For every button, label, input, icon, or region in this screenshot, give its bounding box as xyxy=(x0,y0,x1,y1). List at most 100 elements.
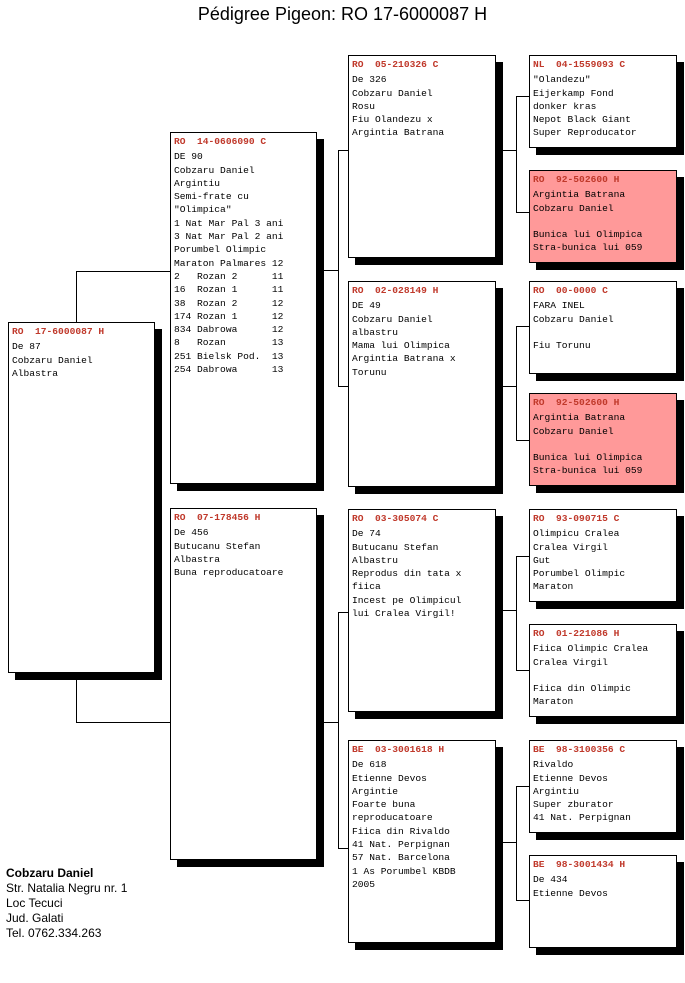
connector xyxy=(516,440,530,441)
pigeon-info-line: Super zburator xyxy=(533,799,614,811)
pigeon-info-line: Rosu xyxy=(352,100,376,112)
pigeon-info-line: Etienne Devos xyxy=(533,887,608,899)
connector xyxy=(516,556,517,670)
pigeon-info-line: De 434 xyxy=(533,874,568,886)
connector xyxy=(496,150,516,151)
connector xyxy=(496,610,516,611)
pigeon-info-line: 2005 xyxy=(352,878,376,890)
connector xyxy=(76,722,172,723)
pigeon-info-line: Bunica lui Olimpica xyxy=(533,229,643,241)
pigeon-info-line: 38 Rozan 2 12 xyxy=(174,297,284,309)
pigeon-info-line: lui Cralea Virgil! xyxy=(352,608,456,620)
connector xyxy=(516,900,530,901)
pigeon-info-line: 251 Bielsk Pod. 13 xyxy=(174,350,284,362)
connector xyxy=(316,270,338,271)
pigeon-info-line xyxy=(533,669,673,682)
ring-number: NL 04-1559093 C xyxy=(533,59,626,70)
pigeon-info-line: Cralea Virgil xyxy=(533,541,608,553)
owner-address: Str. Natalia Negru nr. 1 xyxy=(6,881,128,895)
pigeon-info-line: 41 Nat. Perpignan xyxy=(533,812,631,824)
pigeon-info-line: Albastra xyxy=(174,553,221,565)
pigeon-info-line: Gut xyxy=(533,554,551,566)
pigeon-info-line: Fiica din Olimpic xyxy=(533,683,631,695)
pigeon-info-line: Stra-bunica lui 059 xyxy=(533,465,643,477)
pigeon-info-line: De 87 xyxy=(12,341,41,353)
pigeon-info-line: fiica xyxy=(352,581,381,593)
connector xyxy=(516,556,530,557)
pigeon-info-line: Argintia Batrana xyxy=(352,127,445,139)
pigeon-info-line: Butucanu Stefan xyxy=(352,541,439,553)
connector xyxy=(338,612,339,848)
ring-number: RO 14-0606090 C xyxy=(174,136,267,147)
connector xyxy=(496,386,516,387)
pigeon-info-line: 254 Dabrowa 13 xyxy=(174,364,284,376)
pigeon-info-line: Albastru xyxy=(352,554,399,566)
pigeon-info-line: 41 Nat. Perpignan xyxy=(352,839,450,851)
connector xyxy=(516,96,530,97)
pigeon-info-line xyxy=(533,215,673,228)
owner-name: Cobzaru Daniel xyxy=(6,866,94,880)
pigeon-info-line: Argintia Batrana x xyxy=(352,353,456,365)
pigeon-info-line: Cobzaru Daniel xyxy=(533,202,614,214)
pigeon-info-line: Semi-frate cu xyxy=(174,191,249,203)
pigeon-info-line: Incest pe Olimpicul xyxy=(352,594,462,606)
pigeon-info-line: Eijerkamp Fond xyxy=(533,87,614,99)
connector xyxy=(516,326,517,440)
connector xyxy=(338,150,339,386)
pigeon-info-line: Porumbel Olimpic xyxy=(174,244,267,256)
connector xyxy=(516,96,517,212)
pigeon-info-line: Reprodus din tata x xyxy=(352,568,462,580)
page-title: Pédigree Pigeon: RO 17-6000087 H xyxy=(197,4,488,24)
ring-number: RO 01-221086 H xyxy=(533,628,620,639)
pigeon-info-line: Stra-bunica lui 059 xyxy=(533,242,643,254)
pigeon-info-line: 57 Nat. Barcelona xyxy=(352,852,450,864)
connector xyxy=(76,271,172,272)
ring-number: RO 92-502600 H xyxy=(533,397,620,408)
pigeon-info-line: Cralea Virgil xyxy=(533,656,608,668)
pigeon-info-line: Cobzaru Daniel xyxy=(533,425,614,437)
pigeon-info-line: Buna reproducatoare xyxy=(174,567,284,579)
connector xyxy=(516,670,530,671)
pigeon-info-line: albastru xyxy=(352,326,399,338)
ring-number: BE 98-3100356 C xyxy=(533,744,626,755)
pigeon-info-line: Butucanu Stefan xyxy=(174,540,261,552)
pigeon-info-line: Olimpicu Cralea xyxy=(533,528,620,540)
pigeon-info-line: 3 Nat Mar Pal 2 ani xyxy=(174,231,284,243)
pigeon-info-line: Nepot Black Giant xyxy=(533,114,631,126)
pigeon-info-line: 16 Rozan 1 11 xyxy=(174,284,284,296)
pigeon-info-line: Fiica din Rivaldo xyxy=(352,825,450,837)
pigeon-info-line: Etienne Devos xyxy=(533,772,608,784)
pigeon-info-line xyxy=(533,326,673,339)
pigeon-info-line: Argintia Batrana xyxy=(533,189,626,201)
ring-number: RO 02-028149 H xyxy=(352,285,439,296)
ring-number: BE 03-3001618 H xyxy=(352,744,445,755)
pigeon-info-line: Porumbel Olimpic xyxy=(533,568,626,580)
pigeon-info-line: Maraton xyxy=(533,696,574,708)
pigeon-info-line: Cobzaru Daniel xyxy=(174,164,255,176)
ring-number: RO 07-178456 H xyxy=(174,512,261,523)
pigeon-info-line xyxy=(533,438,673,451)
pigeon-info-line: Mama lui Olimpica xyxy=(352,340,450,352)
pigeon-info-line: Etienne Devos xyxy=(352,772,427,784)
pigeon-info-line: Rivaldo xyxy=(533,759,574,771)
ring-number: RO 03-305074 C xyxy=(352,513,439,524)
pigeon-info-line: De 326 xyxy=(352,74,387,86)
pigeon-info-line: De 618 xyxy=(352,759,387,771)
pigeon-info-line: Cobzaru Daniel xyxy=(352,313,433,325)
owner-locality: Loc Tecuci xyxy=(6,896,63,910)
